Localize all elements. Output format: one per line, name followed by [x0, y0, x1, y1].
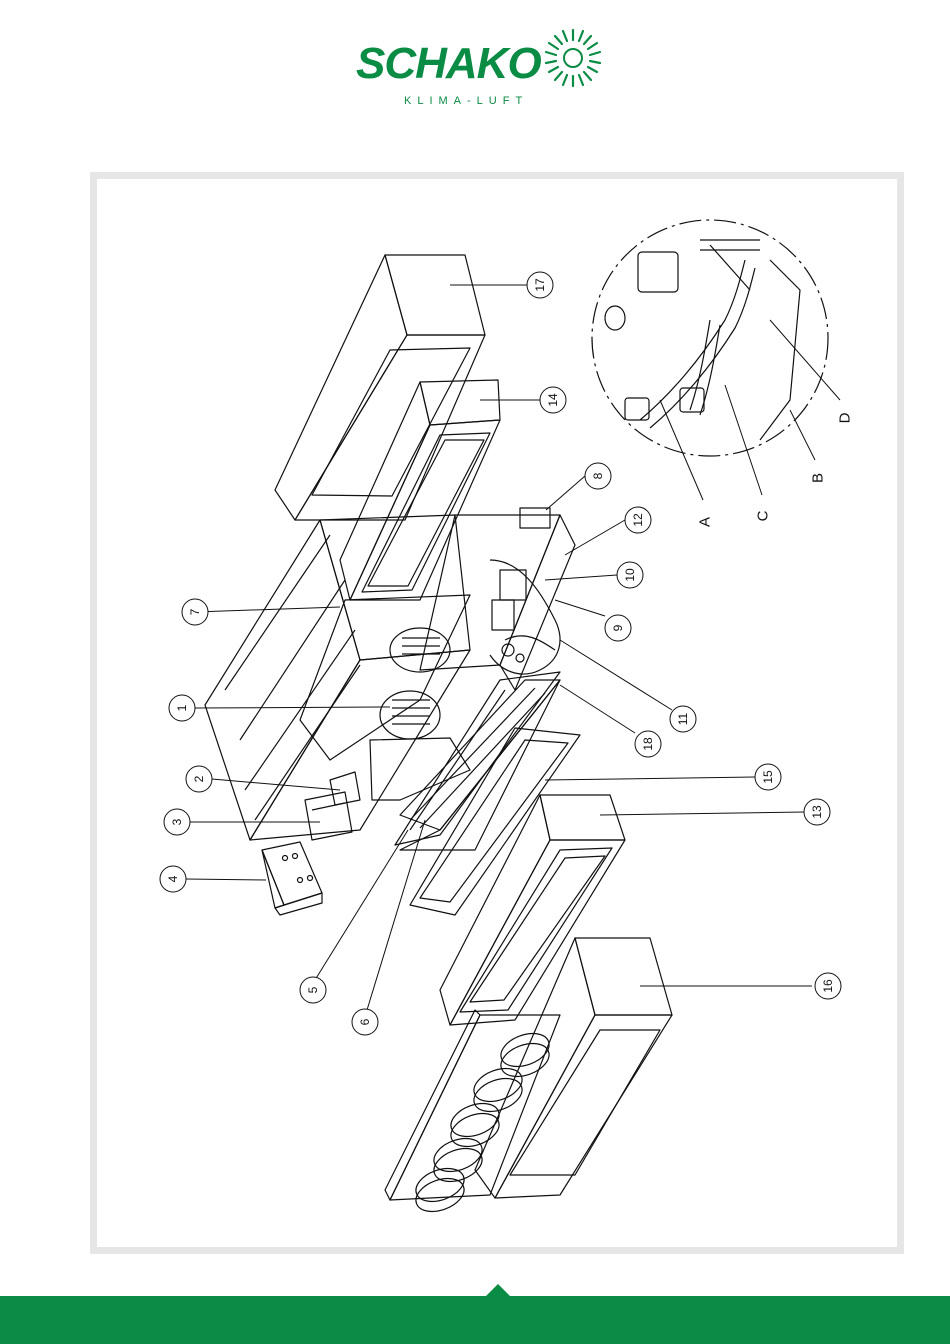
callout-label-11: 11 [676, 712, 690, 725]
callout-label-3: 3 [170, 818, 184, 825]
detail-label-c: C [755, 510, 772, 521]
part-18-coil [395, 672, 560, 845]
callout-label-13: 13 [810, 805, 824, 819]
part-17-return-box [275, 255, 485, 520]
part-valve-assembly [420, 508, 575, 690]
callout-label-4: 4 [166, 875, 180, 882]
part-14-grille [340, 380, 500, 600]
part-13-grille [440, 795, 625, 1025]
callout-label-16: 16 [821, 979, 835, 993]
callout-label-8: 8 [591, 472, 605, 479]
part-1-main-casing [205, 515, 470, 840]
detail-label-a: A [697, 517, 714, 527]
callout-label-15: 15 [761, 770, 775, 784]
callout-label-6: 6 [358, 1018, 372, 1025]
callout-label-9: 9 [611, 624, 625, 631]
detail-label-b: B [810, 473, 827, 483]
callout-label-2: 2 [192, 775, 206, 782]
callout-label-18: 18 [641, 737, 655, 751]
callout-label-14: 14 [546, 393, 560, 407]
callouts [160, 272, 841, 1035]
callout-label-1: 1 [175, 704, 189, 711]
part-4-electric-box [262, 842, 322, 915]
footer-bar [0, 1296, 950, 1344]
callout-label-12: 12 [631, 513, 645, 527]
callout-label-17: 17 [533, 278, 547, 292]
detail-view [592, 220, 828, 456]
part-15-frame [410, 728, 580, 915]
callout-label-10: 10 [623, 568, 637, 582]
detail-label-d: D [837, 412, 854, 423]
part-2-3-control [305, 772, 360, 840]
callout-label-5: 5 [306, 986, 320, 993]
callout-label-7: 7 [188, 608, 202, 615]
plenum-with-spigots [385, 1010, 560, 1218]
